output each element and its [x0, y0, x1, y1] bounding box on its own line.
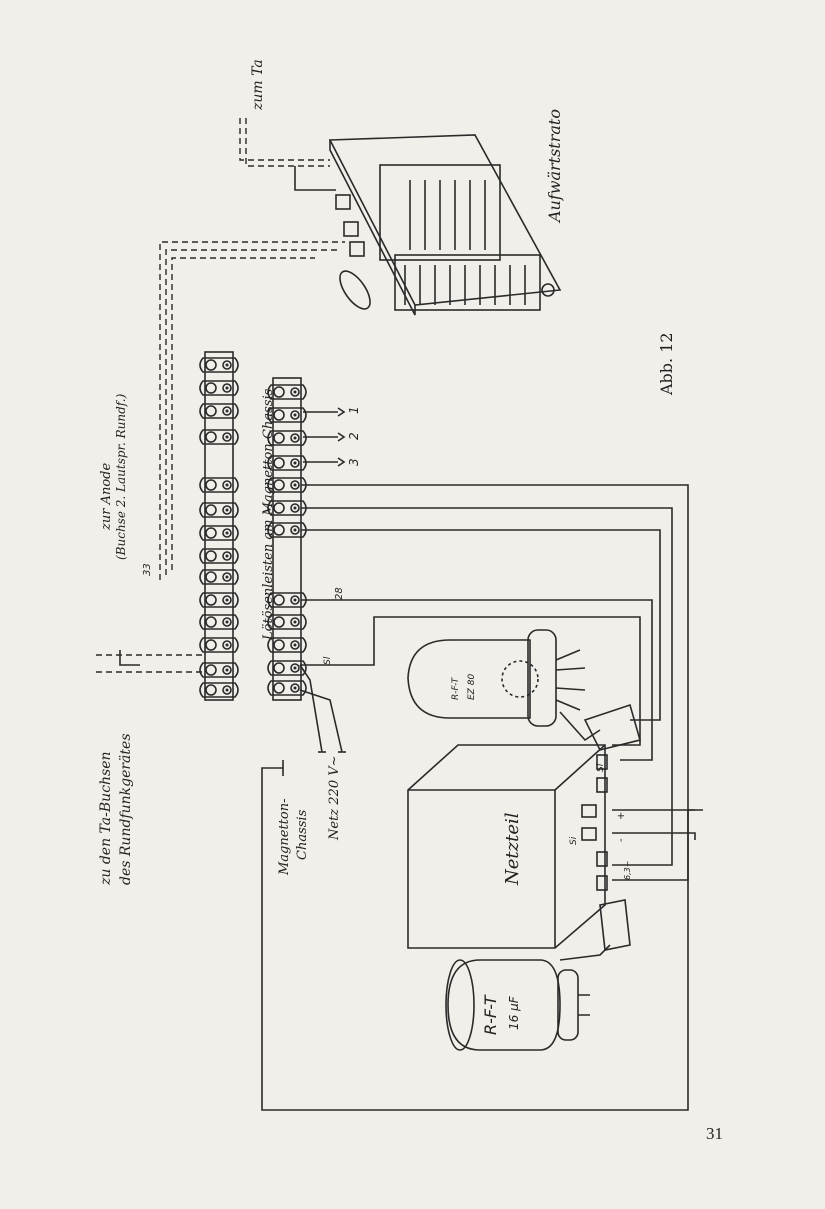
wiring-harness: [300, 484, 696, 881]
zum-ta-label: zum Ta: [250, 59, 266, 111]
lower-solder-tag-11: [267, 660, 307, 676]
ta-buchsen-label-line2: des Rundfunkgerätes: [118, 734, 134, 886]
upper-solder-tag-8: [199, 548, 239, 564]
plus-label: +: [616, 812, 627, 820]
upper-solder-tag-13: [199, 662, 239, 678]
zur-anode-label-line2: (Buchse 2. Lautspr. Rundf.): [114, 393, 128, 560]
lower-solder-tag-10: [267, 637, 307, 653]
lower-solder-tag-5: [267, 477, 307, 493]
terminal-33-label: 33: [142, 563, 153, 576]
shielded-cable-to-ta: [239, 118, 336, 191]
capacitor-lead: [559, 944, 611, 961]
v63-label: 6,3~: [623, 861, 632, 880]
sl-label: Sl: [323, 656, 333, 665]
capacitor-value-label: 16 µF: [507, 995, 521, 1030]
lower-solder-tag-8: [267, 592, 307, 608]
netzteil-label: Netzteil: [502, 812, 523, 886]
tube-brand-label: R-F-T: [451, 676, 461, 700]
capacitor-16uf: [445, 959, 590, 1051]
lower-solder-tag-4: [267, 455, 307, 471]
capacitor-brand-label: R-F-T: [481, 994, 500, 1035]
magnetton-label-line1: Magnetton-: [277, 799, 292, 877]
upper-solder-tag-1: [199, 357, 239, 373]
terminal-3-label: 3: [347, 458, 361, 466]
minus-label: -: [616, 838, 627, 842]
mains-input: [299, 664, 346, 753]
page-number: 31: [706, 1124, 723, 1143]
si-label: Si: [569, 836, 579, 845]
upper-solder-tag-14: [199, 682, 239, 698]
terminal-1-label: 1: [347, 406, 361, 414]
ez80-rectifier-tube: [407, 629, 601, 742]
upper-solder-tag-3: [199, 403, 239, 419]
aufwaertstrato-label: Aufwärtstrato: [545, 109, 564, 224]
ta-buchsen-label-line1: zu den Ta-Buchsen: [98, 751, 114, 886]
tube-type-label: EZ 80: [467, 674, 477, 700]
lower-solder-tag-3: [267, 430, 307, 446]
ta-input-lines: [96, 650, 205, 673]
lower-solder-tag-7: [267, 522, 307, 538]
upper-solder-tag-7: [199, 525, 239, 541]
upper-solder-tag-2: [199, 380, 239, 396]
lower-solder-tag-12: [267, 680, 307, 696]
loetoesenleiste-lower: [267, 377, 307, 701]
loetoesenleisten-label: Lötösenleisten am Magnetton-Chassis: [261, 388, 276, 641]
upper-solder-tag-10: [199, 592, 239, 608]
aufwaertstrato-transformer: [328, 134, 562, 316]
upper-solder-tag-11: [199, 614, 239, 630]
output-terminal-forks: [303, 407, 346, 467]
terminal-28-label: 28: [334, 587, 345, 600]
upper-solder-tag-4: [199, 429, 239, 445]
shielded-cable-to-anode: [159, 241, 345, 580]
lower-solder-tag-9: [267, 614, 307, 630]
figure-caption: Abb. 12: [657, 332, 676, 396]
upper-solder-tag-9: [199, 569, 239, 585]
netzteil-box: [407, 744, 608, 949]
upper-solder-tag-6: [199, 502, 239, 518]
upper-solder-tag-12: [199, 637, 239, 653]
loetoesenleiste-upper: [199, 351, 239, 701]
netz-label: Netz 220 V~: [327, 756, 342, 842]
lower-solder-tag-6: [267, 500, 307, 516]
terminal-2-label: 2: [347, 432, 361, 440]
magnetton-label-line2: Chassis: [295, 809, 310, 860]
netzteil-terminals: [581, 754, 608, 891]
lower-solder-tag-1: [267, 384, 307, 400]
upper-solder-tag-5: [199, 477, 239, 493]
zur-anode-label-line1: zur Anode: [99, 463, 114, 531]
tube-socket-bracket: [583, 703, 641, 751]
sl-netzteil-label: Sl: [596, 763, 606, 772]
lower-solder-tag-2: [267, 407, 307, 423]
capacitor-bracket: [599, 899, 631, 951]
